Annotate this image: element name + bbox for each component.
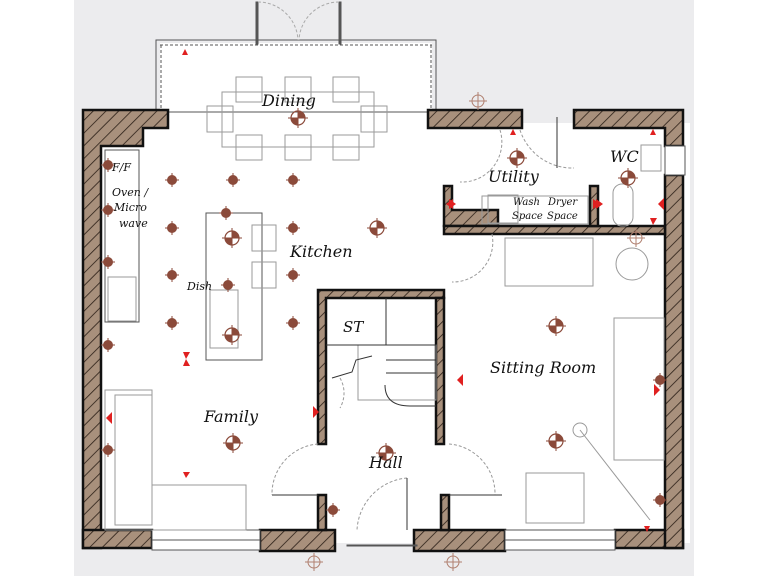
room-labels: Dining Kitchen Family Utility WC ST Hall…	[203, 91, 639, 472]
floor-plan-drawing: Dining Kitchen Family Utility WC ST Hall…	[81, 1, 690, 572]
heating-markers	[106, 49, 664, 532]
label-oven-2: Micro	[113, 201, 147, 214]
label-dryer: Dryer	[547, 197, 578, 208]
furniture	[104, 76, 665, 531]
label-wash-space: Space	[512, 211, 543, 222]
windows	[151, 145, 686, 551]
doors	[271, 117, 575, 531]
label-family: Family	[203, 407, 259, 426]
label-st: ST	[343, 318, 364, 336]
staircase	[326, 298, 436, 407]
label-wash: Wash	[513, 197, 540, 208]
dining-glazing	[155, 1, 437, 113]
floor-plan-canvas: Dining Kitchen Family Utility WC ST Hall…	[74, 0, 694, 576]
label-dish: Dish	[186, 280, 212, 293]
label-dryer-space: Space	[547, 211, 578, 222]
label-oven-3: wave	[119, 217, 148, 230]
label-kitchen: Kitchen	[289, 242, 353, 261]
label-ff: F/F	[111, 161, 131, 174]
label-dining: Dining	[261, 91, 316, 110]
label-sitting-room: Sitting Room	[490, 358, 596, 377]
label-oven-1: Oven /	[112, 186, 149, 199]
label-utility: Utility	[488, 167, 540, 186]
label-wc: WC	[610, 147, 639, 166]
appliance-labels: F/F Oven / Micro wave Dish Wash Space Dr…	[111, 161, 578, 293]
label-hall: Hall	[368, 453, 403, 472]
